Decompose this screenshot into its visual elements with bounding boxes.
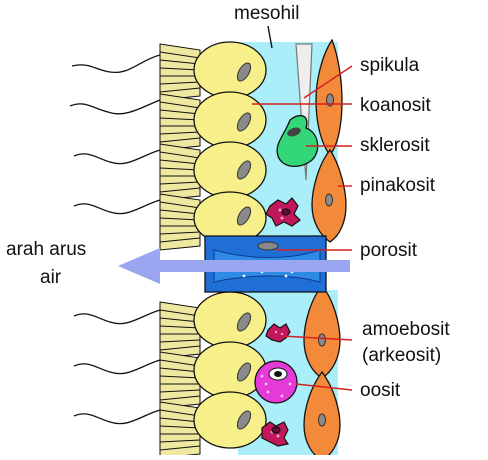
- oocyte: [254, 360, 298, 404]
- label-air: air: [40, 267, 62, 288]
- amoebocytes: [261, 197, 301, 447]
- label-spikula: spikula: [360, 55, 420, 76]
- collar-microvilli: [159, 43, 201, 459]
- spicule: [295, 43, 313, 181]
- label-sklerosit: sklerosit: [360, 135, 430, 156]
- label-mesohil: mesohil: [234, 3, 300, 24]
- label-pointer-lines: [252, 25, 353, 391]
- label-porosit: porosit: [360, 240, 418, 261]
- label-arkeosit: (arkeosit): [362, 345, 442, 366]
- label-oosit: oosit: [360, 380, 401, 401]
- label-arah-arus: arah arus: [6, 239, 87, 260]
- label-amoebosit: amoebosit: [362, 319, 450, 340]
- pinacocyte-cells: [303, 38, 347, 460]
- choanocyte-cells: [193, 41, 267, 449]
- sclerocyte: [276, 114, 319, 167]
- flagella: [69, 54, 161, 425]
- water-flow-arrow: [118, 248, 350, 284]
- label-pinakosit: pinakosit: [360, 175, 435, 196]
- label-koanosit: koanosit: [360, 95, 431, 116]
